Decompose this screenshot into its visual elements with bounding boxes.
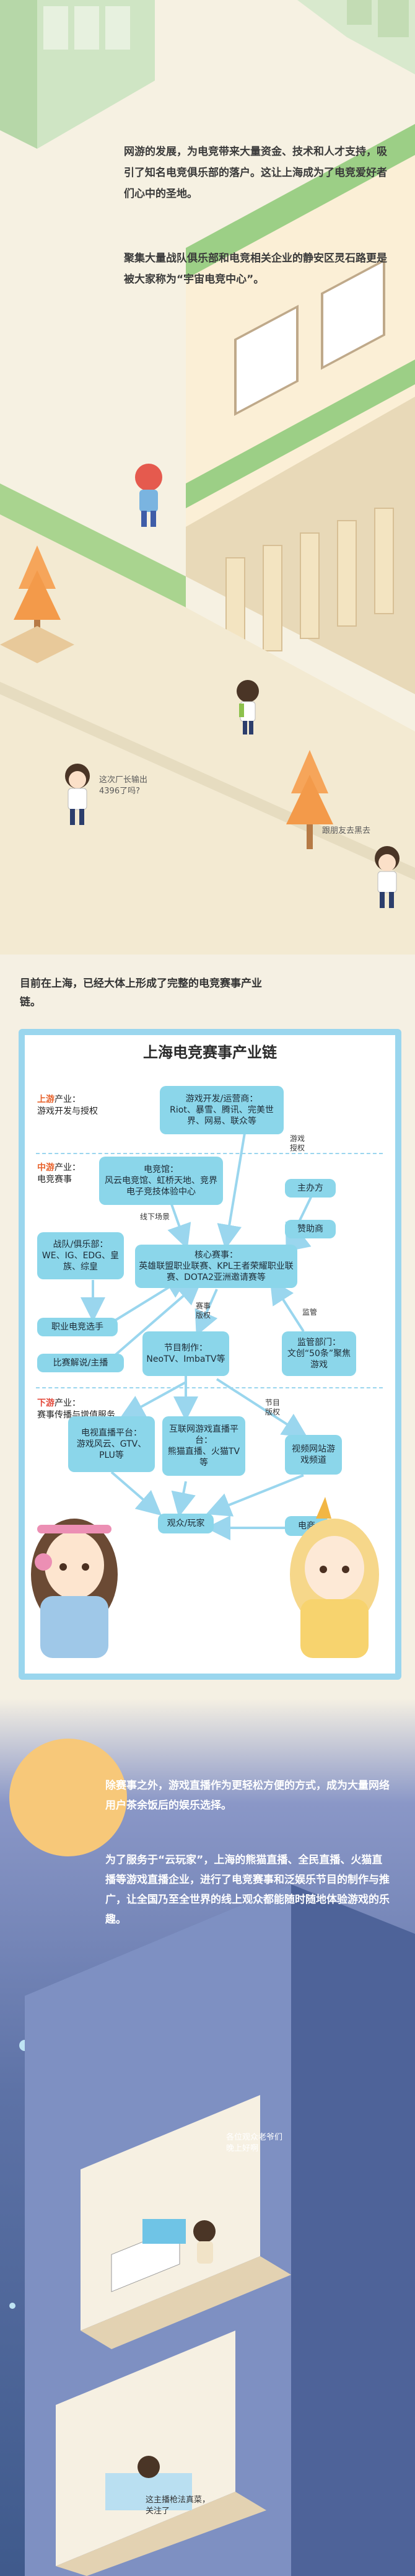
node-game-developer: 游戏开发/运营商： Riot、暴雪、腾讯、完美世界、网易、联众等 <box>160 1086 284 1134</box>
node-internet-live: 互联网游戏直播平台： 熊猫直播、火猫TV等 <box>162 1416 245 1476</box>
downstream-suffix: 产业： <box>55 1398 81 1408</box>
chain-intro-text: 目前在上海，已经大体上形成了完整的电竞赛事产业链。 <box>20 977 262 1008</box>
upstream-suffix: 产业： <box>55 1095 81 1105</box>
upstream-desc: 游戏开发与授权 <box>37 1106 98 1116</box>
node-commentary: 比赛解说/主播 <box>37 1354 124 1372</box>
chain-title: 上海电竞赛事产业链 <box>143 1044 277 1061</box>
chain-mascots <box>31 1497 379 1658</box>
node-pro-players: 职业电竞选手 <box>37 1318 118 1336</box>
upstream-divider <box>36 1153 383 1154</box>
midstream-suffix: 产业： <box>55 1163 81 1173</box>
downstream-label: 下游产业： 赛事传播与增值服务 <box>37 1398 136 1421</box>
node-regulator: 监管部门： 文创“50条”聚焦游戏 <box>282 1331 356 1376</box>
label-game-license: 游戏 授权 <box>289 1134 305 1152</box>
viewer-bubble: 这主播枪法真菜， 关注了 <box>146 2495 211 2516</box>
midstream-label: 中游产业： 电竞赛事 <box>37 1162 130 1186</box>
node-tv-live: 电视直播平台： 游戏风云、GTV、PLU等 <box>68 1416 155 1472</box>
upstream-tag: 上游 <box>37 1095 55 1105</box>
industry-chain-card: 上海电竞赛事产业链 <box>19 1029 401 1680</box>
downstream-tag: 下游 <box>37 1398 55 1408</box>
upstream-label: 上游产业： 游戏开发与授权 <box>37 1094 130 1118</box>
label-program-rights: 节目 版权 <box>264 1398 280 1416</box>
label-supervise: 监管 <box>302 1308 317 1317</box>
label-match-rights: 赛事 版权 <box>195 1302 211 1320</box>
midstream-desc: 电竞赛事 <box>37 1175 72 1184</box>
label-venue-scene: 线下场景 <box>139 1212 170 1221</box>
outro-paragraph-2: 为了服务于“云玩家”，上海的熊猫直播、全民直播、火猫直播等游戏直播企业，进行了电… <box>105 1854 390 1926</box>
downstream-divider <box>36 1387 383 1388</box>
outro-paragraph-1: 除赛事之外，游戏直播作为更轻松方便的方式，成为大量网络用户茶余饭后的娱乐选择。 <box>105 1780 390 1812</box>
node-esports-venue: 电竞馆： 风云电竞馆、虹桥天地、竞界电子竞技体验中心 <box>99 1157 223 1205</box>
street-scene: 网游的发展，为电竞带来大量资金、技术和人才支持，吸引了知名电竞俱乐部的落户。这让… <box>0 0 415 955</box>
intro-paragraph-2: 聚集大量战队俱乐部和电竞相关企业的静安区灵石路更是被大家称为“宇宙电竞中心”。 <box>124 252 387 286</box>
node-core-events: 核心赛事： 英雄联盟职业联赛、KPL王者荣耀职业联赛、DOTA2亚洲邀请赛等 <box>135 1245 297 1288</box>
node-audience: 观众/玩家 <box>158 1514 214 1533</box>
industry-chain-section: 上海电竞赛事产业链 <box>0 1017 415 1729</box>
streamer-bubble: 各位观众老爷们 晚上好啊 <box>226 2133 283 2153</box>
night-building-scene: 除赛事之外，游戏直播作为更轻松方便的方式，成为大量网络用户茶余饭后的娱乐选择。 … <box>0 1698 415 2576</box>
street-illustration <box>0 0 415 955</box>
girl-speech: 跟朋友去黑去 <box>322 826 371 836</box>
node-clubs: 战队/俱乐部： WE、IG、EDG、皇族、综皇 <box>37 1232 124 1279</box>
night-illustration <box>0 1698 415 2576</box>
node-sponsor: 赞助商 <box>285 1220 336 1238</box>
node-video-site: 视频网站游戏频道 <box>285 1435 342 1475</box>
boy-speech: 这次厂长输出 4396了吗? <box>99 775 148 796</box>
node-production: 节目制作： NeoTV、ImbaTV等 <box>142 1331 229 1376</box>
midstream-tag: 中游 <box>37 1163 55 1173</box>
node-organizer: 主办方 <box>285 1179 336 1198</box>
intro-paragraph-1: 网游的发展，为电竞带来大量资金、技术和人才支持，吸引了知名电竞俱乐部的落户。这让… <box>124 146 387 200</box>
